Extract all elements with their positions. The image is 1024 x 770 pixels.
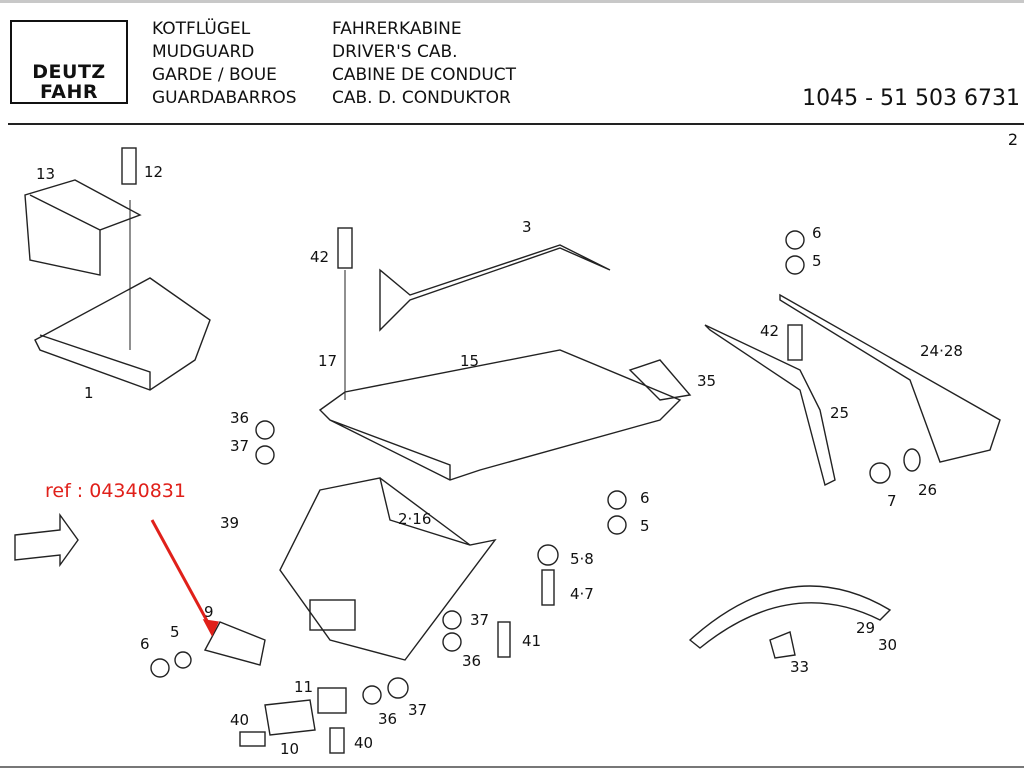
- washer-5-top: [785, 255, 805, 275]
- callout: 37: [470, 611, 490, 629]
- callout: 30: [878, 636, 898, 654]
- nut-37: [255, 445, 275, 465]
- mudguard-part-1: [34, 277, 211, 391]
- callout: 40: [230, 711, 250, 729]
- bolt-41: [497, 621, 511, 658]
- bolt-4-7: [541, 569, 555, 606]
- subtitle-en: DRIVER'S CAB.: [332, 42, 458, 62]
- callout: 10: [280, 740, 300, 758]
- callout: 39: [220, 514, 240, 532]
- callout: 7: [887, 492, 897, 510]
- plate-slot: [309, 599, 356, 631]
- washer-36: [442, 632, 462, 652]
- callout: 36: [462, 652, 482, 670]
- callout: 24·28: [920, 342, 963, 360]
- callout: 35: [697, 372, 717, 390]
- logo-line-1: DEUTZ: [32, 61, 106, 83]
- callout: 11: [294, 678, 314, 696]
- callout: 5: [640, 517, 650, 535]
- title-de: KOTFLÜGEL: [152, 19, 251, 39]
- page-number: 2: [1007, 130, 1018, 149]
- callout: 12: [144, 163, 164, 181]
- nut-37: [387, 677, 409, 699]
- screw-40: [239, 731, 266, 747]
- block-9: [203, 621, 266, 666]
- callout: 29: [856, 619, 876, 637]
- washer-5-8: [537, 544, 559, 566]
- callout: 40: [354, 734, 374, 752]
- callout: 37: [230, 437, 250, 455]
- nut-37: [442, 610, 462, 630]
- washer-36: [255, 420, 275, 440]
- callout: 42: [310, 248, 330, 266]
- callout: 42: [760, 322, 780, 340]
- nut-6: [150, 658, 170, 678]
- ref-arrow: [150, 519, 214, 631]
- subtitle-de: FAHRERKABINE: [332, 19, 462, 39]
- washer-5: [607, 515, 627, 535]
- washer-26: [903, 448, 921, 472]
- callout: 33: [790, 658, 810, 676]
- callout: 15: [460, 352, 480, 370]
- callout: 4·7: [570, 585, 594, 603]
- subgroup-titles: FAHRERKABINE DRIVER'S CAB. CABINE DE CON…: [332, 18, 516, 110]
- callout: 26: [918, 481, 938, 499]
- bracket-13: [24, 179, 142, 276]
- group-titles: KOTFLÜGEL MUDGUARD GARDE / BOUE GUARDABA…: [152, 18, 297, 110]
- bracket-35: [628, 359, 692, 401]
- callout: 41: [522, 632, 542, 650]
- callout: 6: [812, 224, 822, 242]
- nut-6: [607, 490, 627, 510]
- bracket-24-28: [779, 293, 1001, 463]
- logo-line-2: FAHR: [39, 81, 99, 103]
- part-number: 1045 - 51 503 6731: [802, 86, 1020, 111]
- callout: 17: [318, 352, 338, 370]
- top-border: [0, 0, 1024, 3]
- callout: 6: [140, 635, 150, 653]
- nut-6-top: [785, 230, 805, 250]
- title-fr: GARDE / BOUE: [152, 65, 277, 85]
- bolt-7: [869, 462, 891, 484]
- reference-annotation: ref : 04340831: [45, 480, 186, 502]
- header-rule: [8, 123, 1024, 125]
- pad-10: [264, 699, 316, 736]
- callout: 3: [522, 218, 532, 236]
- callout: 36: [230, 409, 250, 427]
- callout: 1: [84, 384, 94, 402]
- screw-40: [329, 727, 345, 754]
- callout: 9: [204, 603, 214, 621]
- callout: 5·8: [570, 550, 594, 568]
- callout: 5: [170, 623, 180, 641]
- ref-arrowhead: [202, 619, 220, 637]
- rail-3: [379, 244, 611, 332]
- bracket-11: [317, 687, 347, 714]
- callout: 37: [408, 701, 428, 719]
- callout: 5: [812, 252, 822, 270]
- washer-36: [362, 685, 382, 705]
- bolt-42: [337, 227, 353, 269]
- callout: 6: [640, 489, 650, 507]
- callout: 13: [36, 165, 56, 183]
- direction-arrow: [14, 512, 79, 568]
- title-es: GUARDABARROS: [152, 88, 297, 108]
- bolt-42-right: [787, 324, 803, 361]
- fender-29-30: [688, 585, 892, 649]
- subtitle-es: CAB. D. CONDUKTOR: [332, 88, 511, 108]
- clip-33: [769, 631, 796, 659]
- panel-15: [318, 349, 682, 481]
- washer-5: [174, 651, 192, 669]
- callout: 25: [830, 404, 850, 422]
- title-en: MUDGUARD: [152, 42, 255, 62]
- bottom-border: [0, 766, 1024, 768]
- subtitle-fr: CABINE DE CONDUCT: [332, 65, 517, 85]
- screw-12: [121, 147, 137, 185]
- cover-2-16: [279, 477, 497, 661]
- callout: 2·16: [398, 510, 432, 528]
- strip-25: [704, 324, 836, 487]
- callout: 36: [378, 710, 398, 728]
